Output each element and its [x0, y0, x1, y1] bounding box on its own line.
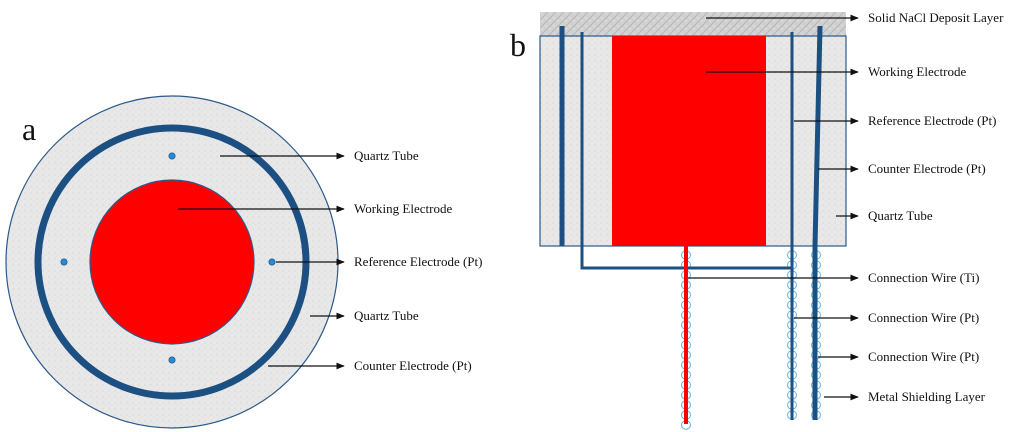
- panel-a: a Quartz Tube Working Electrode Referenc…: [5, 95, 482, 429]
- reference-electrode-dot-left: [60, 258, 68, 266]
- label-quartz-tube-b: Quartz Tube: [868, 208, 933, 223]
- label-wire-pt-1: Connection Wire (Pt): [868, 310, 979, 325]
- label-quartz-tube-top: Quartz Tube: [354, 148, 419, 163]
- label-working-electrode: Working Electrode: [354, 201, 452, 216]
- label-counter-electrode-b: Counter Electrode (Pt): [868, 161, 986, 176]
- reference-electrode-dot-bottom: [168, 356, 176, 364]
- label-quartz-tube-bottom: Quartz Tube: [354, 308, 419, 323]
- counter-electrode-wire: [812, 25, 823, 420]
- label-reference-electrode: Reference Electrode (Pt): [354, 254, 482, 269]
- label-wire-ti: Connection Wire (Ti): [868, 270, 979, 285]
- label-counter-electrode: Counter Electrode (Pt): [354, 358, 472, 373]
- reference-electrode-dot-top: [168, 152, 176, 160]
- panel-b-letter: b: [510, 27, 526, 63]
- panel-a-letter: a: [22, 111, 36, 147]
- working-electrode-block: [612, 36, 766, 246]
- label-reference-electrode-b: Reference Electrode (Pt): [868, 113, 996, 128]
- nacl-deposit-layer: [540, 12, 846, 36]
- label-wire-pt-2: Connection Wire (Pt): [868, 349, 979, 364]
- label-working-electrode-b: Working Electrode: [868, 64, 966, 79]
- working-electrode-disc: [89, 179, 255, 345]
- panel-b: b Solid NaCl Deposit Layer Working Elect…: [510, 10, 1004, 430]
- reference-electrode-dot-right: [268, 258, 276, 266]
- label-shielding: Metal Shielding Layer: [868, 389, 986, 404]
- label-nacl-layer: Solid NaCl Deposit Layer: [868, 10, 1004, 25]
- reference-electrode-wire-left: [580, 32, 792, 270]
